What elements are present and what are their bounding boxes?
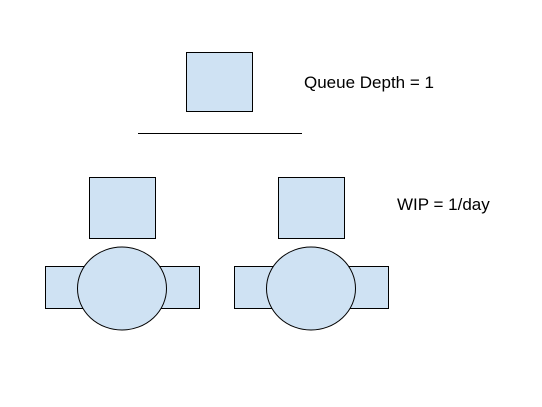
worker-1-body xyxy=(77,246,167,331)
worker-2-item-box xyxy=(278,177,345,239)
worker-2-body xyxy=(266,246,356,331)
queued-item-box xyxy=(186,52,253,112)
queue-depth-label: Queue Depth = 1 xyxy=(304,73,434,92)
worker-2 xyxy=(234,177,389,331)
worker-1 xyxy=(45,177,200,331)
worker-1-item-box xyxy=(89,177,156,239)
wip-label: WIP = 1/day xyxy=(397,195,490,214)
